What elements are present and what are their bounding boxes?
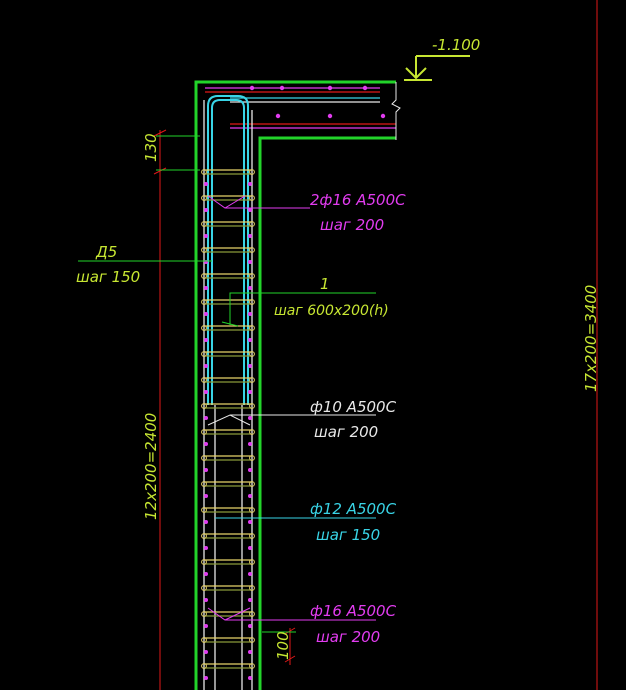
bar-dot: [204, 442, 208, 446]
bar-dot: [204, 650, 208, 654]
bar-dot: [248, 312, 252, 316]
bar10-spec: ф10 А500С: [310, 398, 397, 416]
bar-dot: [248, 286, 252, 290]
left-extension-lines: [156, 135, 200, 171]
bar-dot: [248, 182, 252, 186]
bar16-spec: ф16 А500С: [310, 602, 397, 620]
bar16-step: шаг 200: [316, 628, 380, 646]
horizontal-ties: [201, 169, 255, 669]
bar-dot: [248, 572, 252, 576]
bar-dot: [204, 494, 208, 498]
magenta-bar-dots: [204, 182, 252, 680]
bar-dot: [248, 546, 252, 550]
tie-bar: [201, 403, 255, 409]
bar-dot: [204, 598, 208, 602]
slab-bar-dots: [249, 85, 386, 119]
bar-dot: [204, 182, 208, 186]
tie-bar: [201, 455, 255, 461]
tie-bar: [201, 325, 255, 331]
tie-bar: [201, 169, 255, 175]
bar-dot: [204, 312, 208, 316]
bar-dot: [204, 364, 208, 368]
tie-bar: [201, 221, 255, 227]
break-line-icon: [391, 82, 401, 140]
bar-dot: [204, 416, 208, 420]
bar-dot: [204, 520, 208, 524]
bar-dot: [248, 234, 252, 238]
tie-bar: [201, 299, 255, 305]
bar-dot: [204, 390, 208, 394]
tie-bar: [201, 611, 255, 617]
tie-bar: [201, 429, 255, 435]
bar-dot: [248, 624, 252, 628]
d5-step: шаг 150: [76, 268, 140, 286]
bar-dot: [248, 364, 252, 368]
tie-bar: [201, 377, 255, 383]
bar12-step: шаг 150: [316, 526, 380, 544]
bar10-step: шаг 200: [314, 423, 378, 441]
tie-bar: [201, 585, 255, 591]
main-bar-spec: 2ф16 А500С: [310, 191, 406, 209]
clip-mark: 1: [320, 275, 330, 293]
left-dimension-line: [153, 129, 167, 690]
bar-dot: [248, 520, 252, 524]
left-dimension-label: 12х200=2400: [142, 413, 160, 520]
bar-dot: [204, 234, 208, 238]
cyan-u-bar: [207, 95, 249, 405]
bar-dot: [248, 494, 252, 498]
tie-bar: [201, 507, 255, 513]
bar-dot: [248, 260, 252, 264]
tie-bar: [201, 351, 255, 357]
tie-bar: [201, 533, 255, 539]
bar-dot: [248, 208, 252, 212]
tie-bar: [201, 663, 255, 669]
tie-bar: [201, 559, 255, 565]
bottom-dimension: [284, 627, 296, 665]
elevation-label: -1.100: [432, 36, 480, 54]
bar-dot: [204, 338, 208, 342]
bar-dot: [204, 208, 208, 212]
bar-dot: [248, 598, 252, 602]
concrete-outline: [194, 80, 396, 690]
bar-dot: [248, 390, 252, 394]
bar-dot: [248, 676, 252, 680]
bar-dot: [248, 650, 252, 654]
tie-bar: [201, 637, 255, 643]
right-dimension-label: 17х200=3400: [582, 285, 600, 392]
bar-dot: [204, 468, 208, 472]
bottom-spacing-label: 100: [274, 631, 292, 660]
tie-bar: [201, 273, 255, 279]
bar-dot: [248, 338, 252, 342]
d5-spec: Д5: [95, 243, 117, 261]
bar-dot: [248, 442, 252, 446]
tie-bar: [201, 247, 255, 253]
leader-lines: [78, 195, 376, 621]
bar-dot: [204, 676, 208, 680]
slab-reinforcement: [205, 87, 396, 129]
tie-bar: [201, 195, 255, 201]
elevation-triangle-icon: [404, 55, 470, 81]
main-bar-step: шаг 200: [320, 216, 384, 234]
bar-dot: [204, 286, 208, 290]
bar-dot: [204, 572, 208, 576]
clip-step: шаг 600х200(h): [274, 303, 389, 319]
bar-dot: [248, 468, 252, 472]
bar-dot: [248, 416, 252, 420]
bar-dot: [204, 546, 208, 550]
bar12-spec: ф12 А500С: [310, 500, 397, 518]
tie-bar: [201, 481, 255, 487]
bar-dot: [204, 624, 208, 628]
top-spacing-label: 130: [142, 133, 160, 162]
